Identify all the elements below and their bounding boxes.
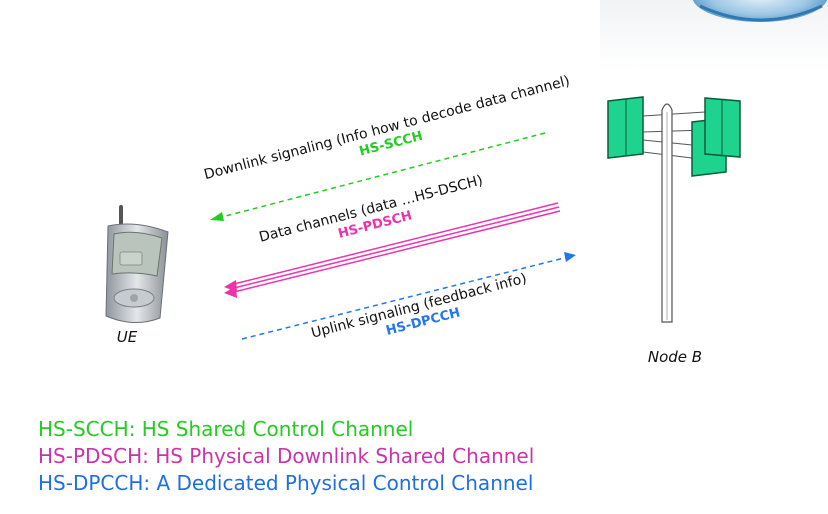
uplink-signaling-link — [241, 252, 576, 340]
legend-hs-dpcch: HS-DPCCH: A Dedicated Physical Control C… — [38, 471, 534, 495]
antenna-tower-icon — [607, 96, 741, 323]
arrowhead-icon — [224, 286, 237, 298]
arrowhead-icon — [210, 212, 224, 221]
downlink-signaling-label: Downlink signaling (Info how to decode d… — [202, 73, 571, 183]
data-channels-link — [224, 202, 561, 298]
downlink-signaling-link — [210, 132, 546, 221]
channel-legend: HS-SCCH: HS Shared Control Channel HS-PD… — [38, 416, 534, 497]
legend-hs-scch: HS-SCCH: HS Shared Control Channel — [38, 417, 414, 441]
ue-label: UE — [117, 328, 138, 346]
node-b-label: Node B — [648, 348, 702, 366]
phone-icon — [105, 205, 169, 323]
arrowhead-icon — [564, 252, 576, 262]
legend-hs-pdsch: HS-PDSCH: HS Physical Downlink Shared Ch… — [38, 444, 535, 468]
globe-decoration — [600, 0, 828, 70]
uplink-signaling-label: Uplink signaling (feedback info) — [310, 271, 529, 342]
